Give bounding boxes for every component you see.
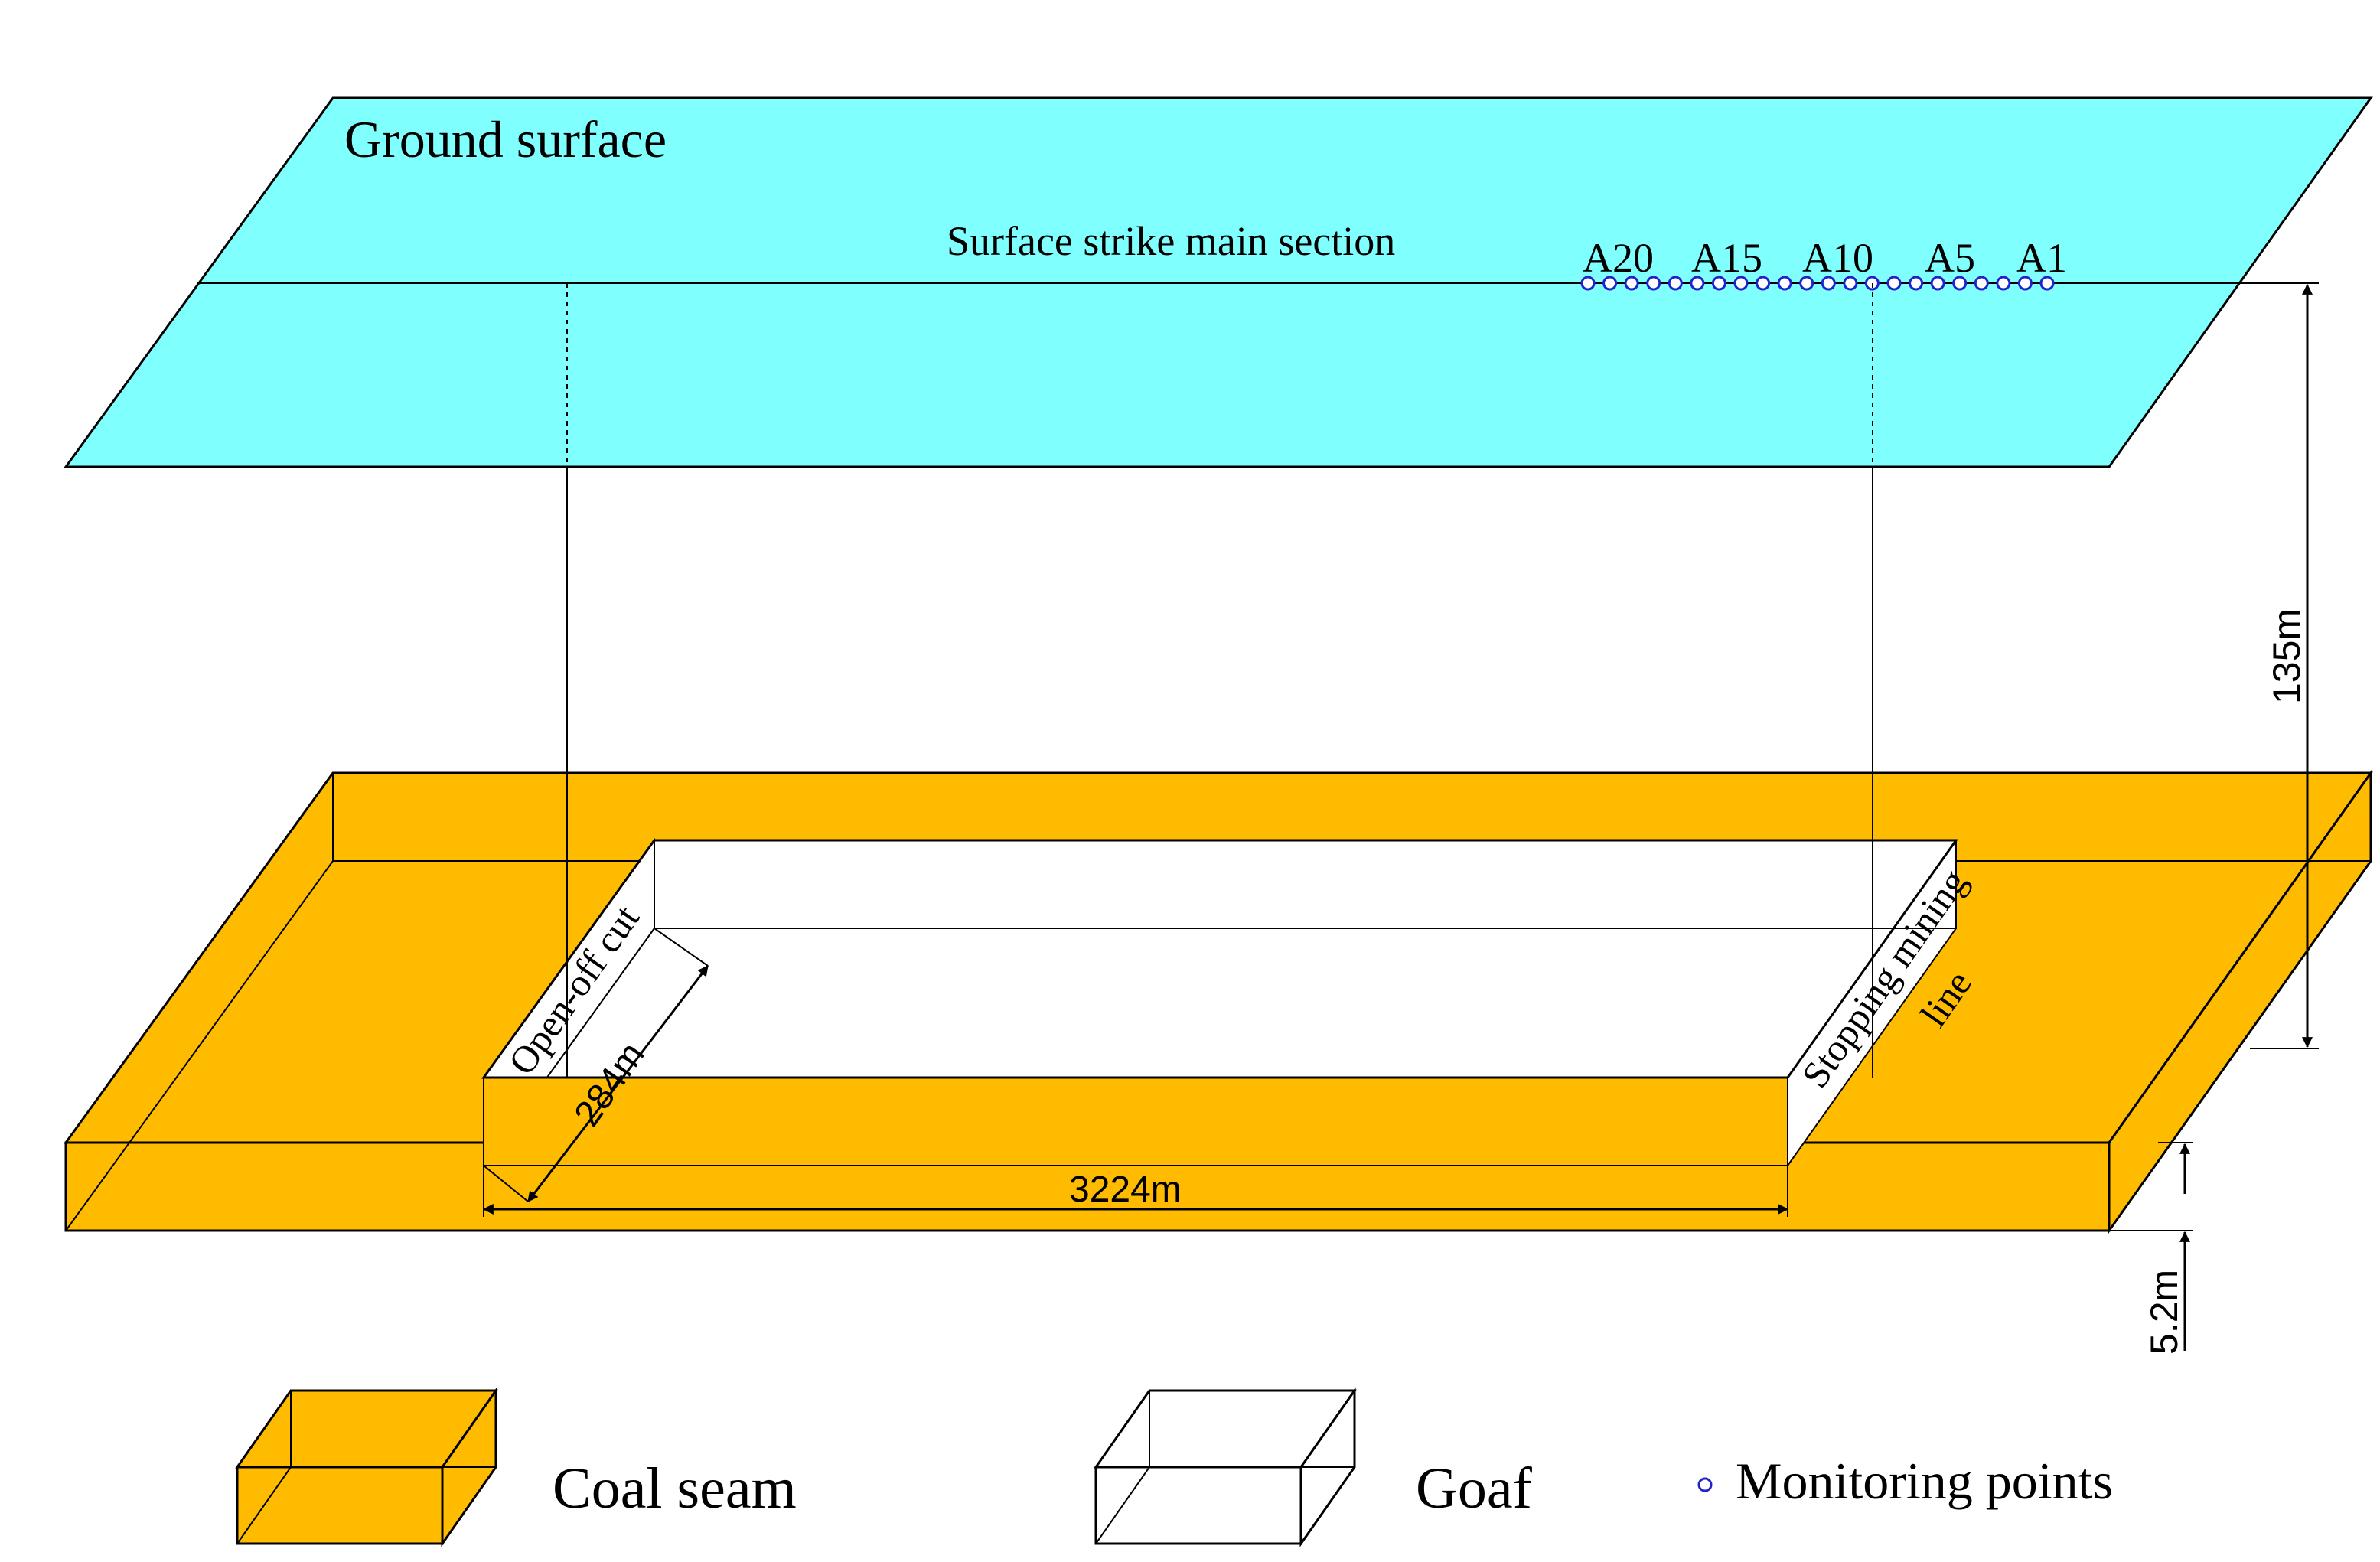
goaf-back-wall [654,840,1957,929]
monitoring-point [1886,276,1902,291]
monitoring-points-legend-icon [1697,1477,1713,1492]
goaf-region [481,837,1958,1169]
monitoring-point [1733,276,1749,291]
monitoring-point [1646,276,1661,291]
length-dimension-label: 3224m [1069,1169,1182,1210]
monitor-label-a5: A5 [1925,235,1975,281]
width-dimension-arrow [527,965,709,1202]
monitoring-point [2039,276,2055,291]
monitoring-labels: A20 A15 A10 A5 A1 [1583,235,2067,281]
legend: Coal seam Goaf Monitoring points [235,1387,2113,1547]
coal-seam-legend-icon [235,1387,498,1547]
monitoring-point [1974,276,1989,291]
monitor-label-a15: A15 [1691,235,1762,281]
monitoring-point [1668,276,1683,291]
monitor-label-a1: A1 [2016,235,2067,281]
monitoring-points-legend-label: Monitoring points [1736,1452,2113,1510]
monitoring-point [1909,276,1924,291]
monitor-label-a20: A20 [1583,235,1654,281]
surface-strike-section-label: Surface strike main section [947,218,1395,264]
monitoring-point [1930,276,1945,291]
monitoring-point [1843,276,1858,291]
monitoring-point [1602,276,1618,291]
coal-seam-legend-label: Coal seam [553,1456,797,1521]
monitoring-point [1996,276,2011,291]
width-extension-line-2 [654,928,709,967]
ground-surface-label: Ground surface [344,110,667,168]
monitoring-point [2017,276,2033,291]
monitoring-point [1821,276,1836,291]
monitoring-point [1799,276,1814,291]
monitoring-point [1756,276,1771,291]
monitoring-point [1952,276,1968,291]
monitoring-point [1690,276,1705,291]
monitoring-point [1711,276,1726,291]
dimension-depth: 135m [2238,282,2319,1049]
dimension-thickness: 5.2m [2109,1142,2193,1355]
goaf-legend-label: Goaf [1416,1456,1533,1521]
width-extension-line [483,1165,529,1202]
monitoring-points [1580,276,2055,291]
monitoring-point [1777,276,1792,291]
monitor-label-a10: A10 [1802,235,1873,281]
monitoring-point [1580,276,1596,291]
thickness-dimension-label: 5.2m [2143,1270,2186,1355]
goaf-front-wall [483,1077,1788,1166]
depth-dimension-label: 135m [2265,608,2308,704]
monitoring-point [1624,276,1639,291]
dimension-length: 3224m [482,1166,1789,1217]
goaf-legend-icon [1094,1387,1357,1547]
ground-surface: Ground surface Surface strike main secti… [64,96,2373,468]
